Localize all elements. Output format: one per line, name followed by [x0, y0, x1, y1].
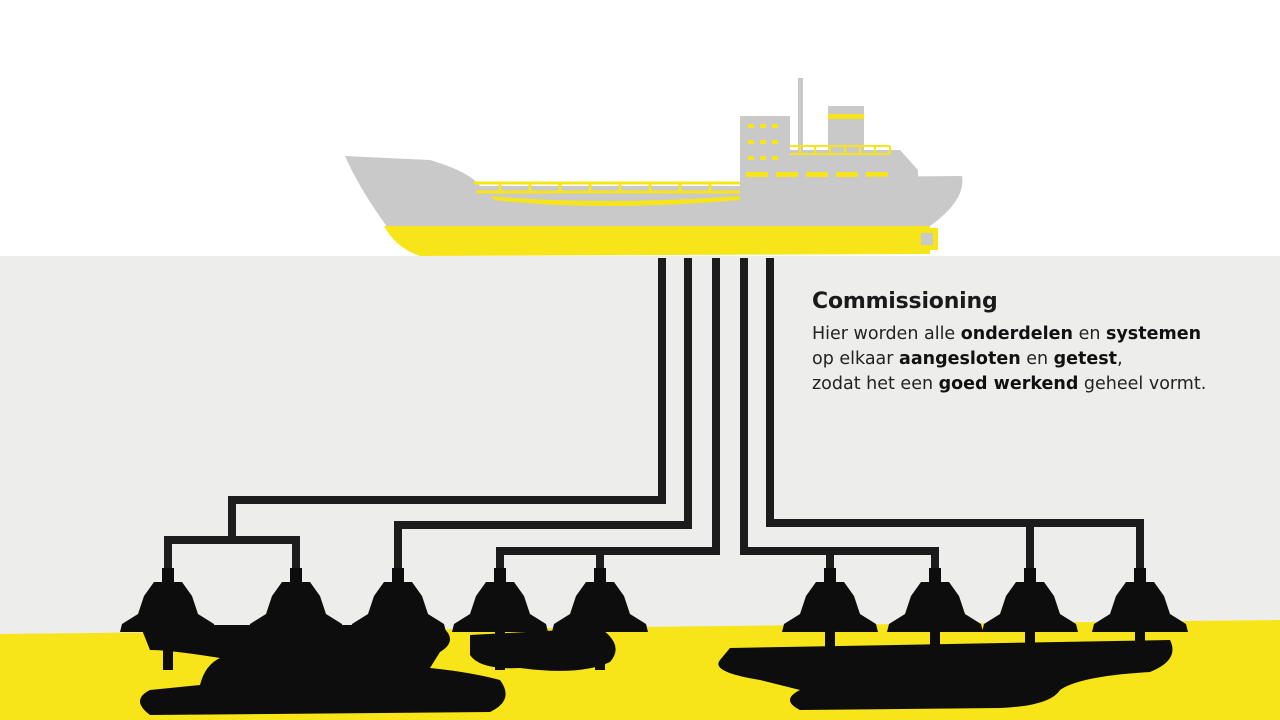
info-text: en: [1073, 324, 1106, 344]
info-emphasis: goed werkend: [938, 374, 1079, 394]
wellhead-icon: [248, 568, 344, 670]
wellhead-icon: [1092, 568, 1188, 670]
info-title: Commissioning: [812, 289, 998, 314]
wellheads: [120, 568, 1188, 670]
wellhead-icon: [350, 568, 446, 670]
info-line: zodat het een goed werkend geheel vormt.: [812, 372, 1252, 397]
info-text: ,: [1117, 349, 1123, 369]
wellhead-icon: [782, 568, 878, 670]
info-emphasis: aangesloten: [899, 349, 1021, 369]
wellhead-icon: [552, 568, 648, 670]
info-emphasis: onderdelen: [960, 324, 1073, 344]
info-emphasis: systemen: [1105, 324, 1202, 344]
water-background: [0, 256, 1280, 636]
tanker-ship-icon: [345, 78, 963, 256]
info-text: op elkaar: [812, 349, 900, 369]
wellhead-icon: [887, 568, 983, 670]
wellhead-icon: [982, 568, 1078, 670]
wellhead-icon: [452, 568, 548, 670]
info-emphasis: getest: [1053, 349, 1118, 369]
info-text: geheel vormt.: [1078, 374, 1207, 394]
info-text: zodat het een: [812, 374, 939, 394]
info-text: Hier worden alle: [812, 324, 961, 344]
wellhead-icon: [120, 568, 216, 670]
info-line: Hier worden alle onderdelen en systemen: [812, 322, 1252, 347]
info-description: Hier worden alle onderdelen en systemen …: [812, 322, 1252, 397]
info-text: en: [1020, 349, 1054, 369]
info-panel: Commissioning Hier worden alle onderdele…: [812, 289, 1252, 397]
pipeline-network: [164, 258, 1144, 570]
info-line: op elkaar aangesloten en getest,: [812, 347, 1252, 372]
